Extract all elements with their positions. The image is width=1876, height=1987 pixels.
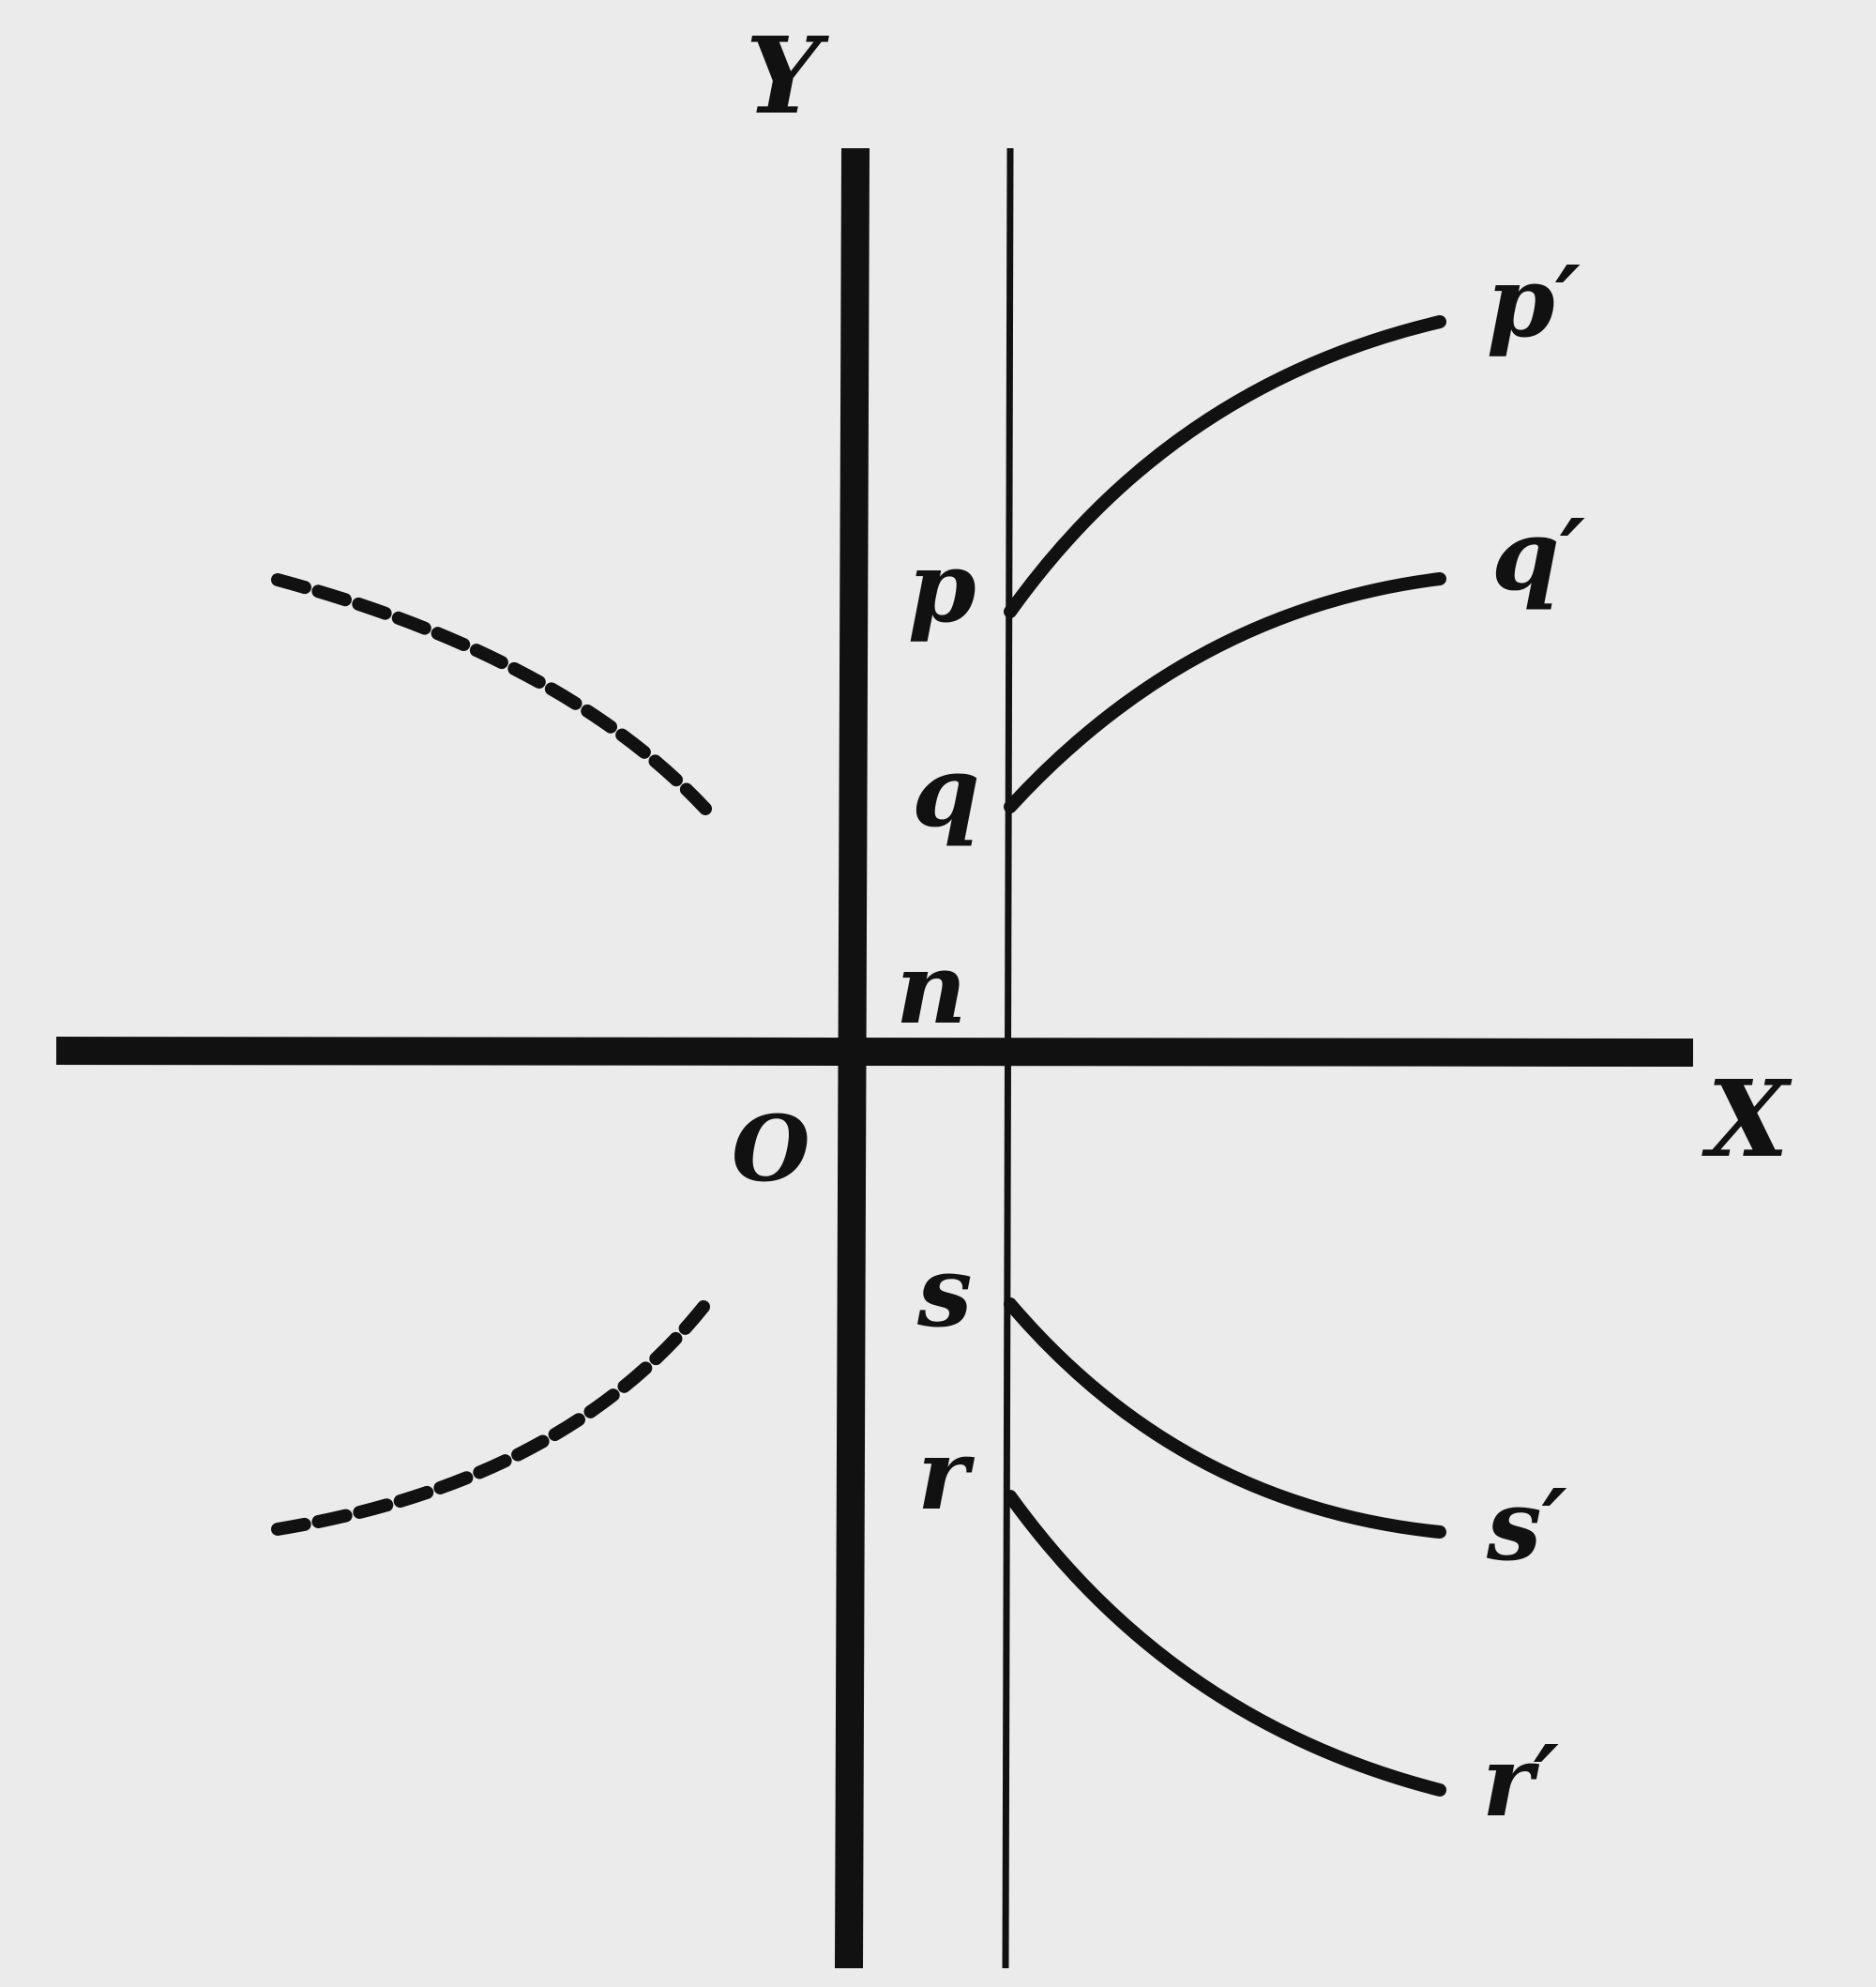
x-axis-label: X [1702, 1058, 1793, 1181]
dashed-curve-lower-left [271, 1300, 710, 1536]
vertical-line-through-n [1002, 147, 1014, 1969]
curve-end-label-q-prime: q′ [1491, 497, 1585, 613]
point-label-q: q [912, 734, 980, 849]
dashed-curve-upper-left [271, 573, 712, 815]
curve-end-label-p-prime: p′ [1487, 244, 1581, 359]
curve-end-label-s-prime: s′ [1486, 1467, 1567, 1583]
point-label-n: n [896, 931, 967, 1046]
y-axis-label: Y [746, 15, 829, 138]
curve-r-to-r-prime [1004, 1490, 1446, 1797]
x-axis [55, 1037, 1694, 1067]
point-label-p: p [908, 529, 976, 645]
curve-end-label-r-prime: r′ [1482, 1723, 1559, 1839]
curve-s-to-s-prime [1004, 1297, 1446, 1539]
curve-p-to-p-prime [1004, 315, 1446, 618]
point-label-s: s [916, 1234, 973, 1349]
y-axis [835, 147, 870, 1969]
origin-label: O [732, 1096, 810, 1202]
curve-q-to-q-prime [1004, 572, 1446, 813]
point-label-r: r [917, 1417, 976, 1532]
